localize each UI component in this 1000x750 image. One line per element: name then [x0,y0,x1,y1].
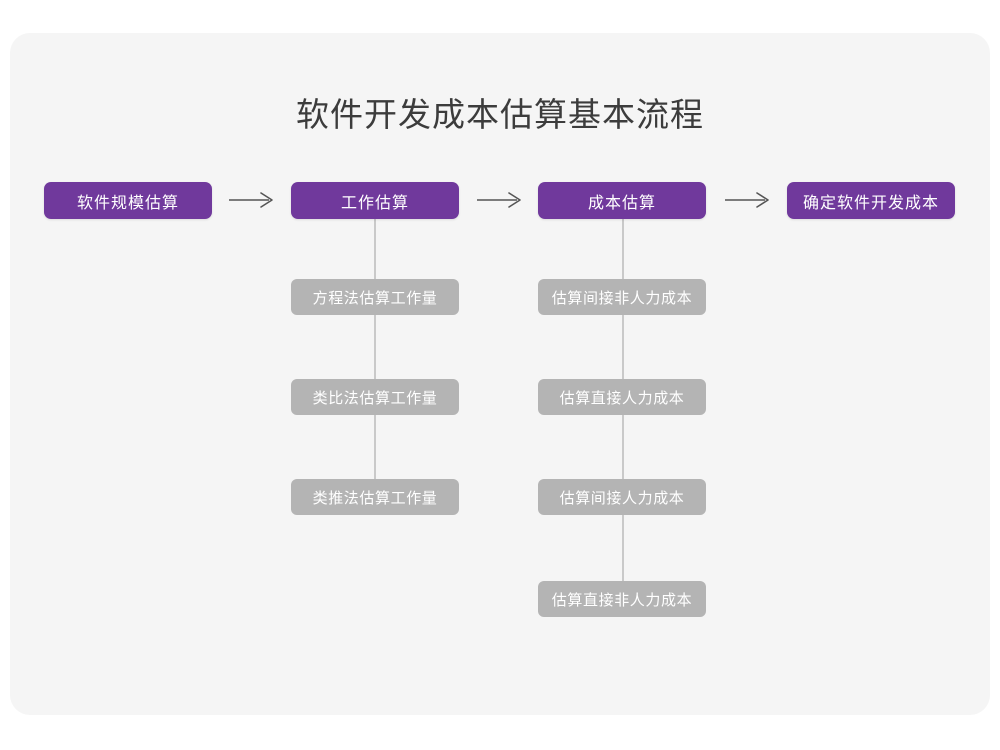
flow-subnode-stage-3-item-4[interactable]: 估算直接非人力成本 [538,581,706,617]
arrow-stage-2-to-3 [476,190,524,210]
flow-subnode-stage-2-item-3[interactable]: 类推法估算工作量 [291,479,459,515]
content-card [10,33,990,715]
flow-subnode-stage-3-item-3[interactable]: 估算间接人力成本 [538,479,706,515]
flow-subnode-stage-2-item-1[interactable]: 方程法估算工作量 [291,279,459,315]
connector-rail-stage-2 [374,218,376,482]
flow-node-stage-4[interactable]: 确定软件开发成本 [787,182,955,219]
flow-node-stage-1[interactable]: 软件规模估算 [44,182,212,219]
flow-node-stage-3[interactable]: 成本估算 [538,182,706,219]
arrow-stage-1-to-2 [228,190,276,210]
flow-node-stage-2[interactable]: 工作估算 [291,182,459,219]
flow-subnode-stage-3-item-2[interactable]: 估算直接人力成本 [538,379,706,415]
flow-subnode-stage-3-item-1[interactable]: 估算间接非人力成本 [538,279,706,315]
page-title: 软件开发成本估算基本流程 [296,96,704,133]
arrow-stage-3-to-4 [724,190,772,210]
flow-subnode-stage-2-item-2[interactable]: 类比法估算工作量 [291,379,459,415]
